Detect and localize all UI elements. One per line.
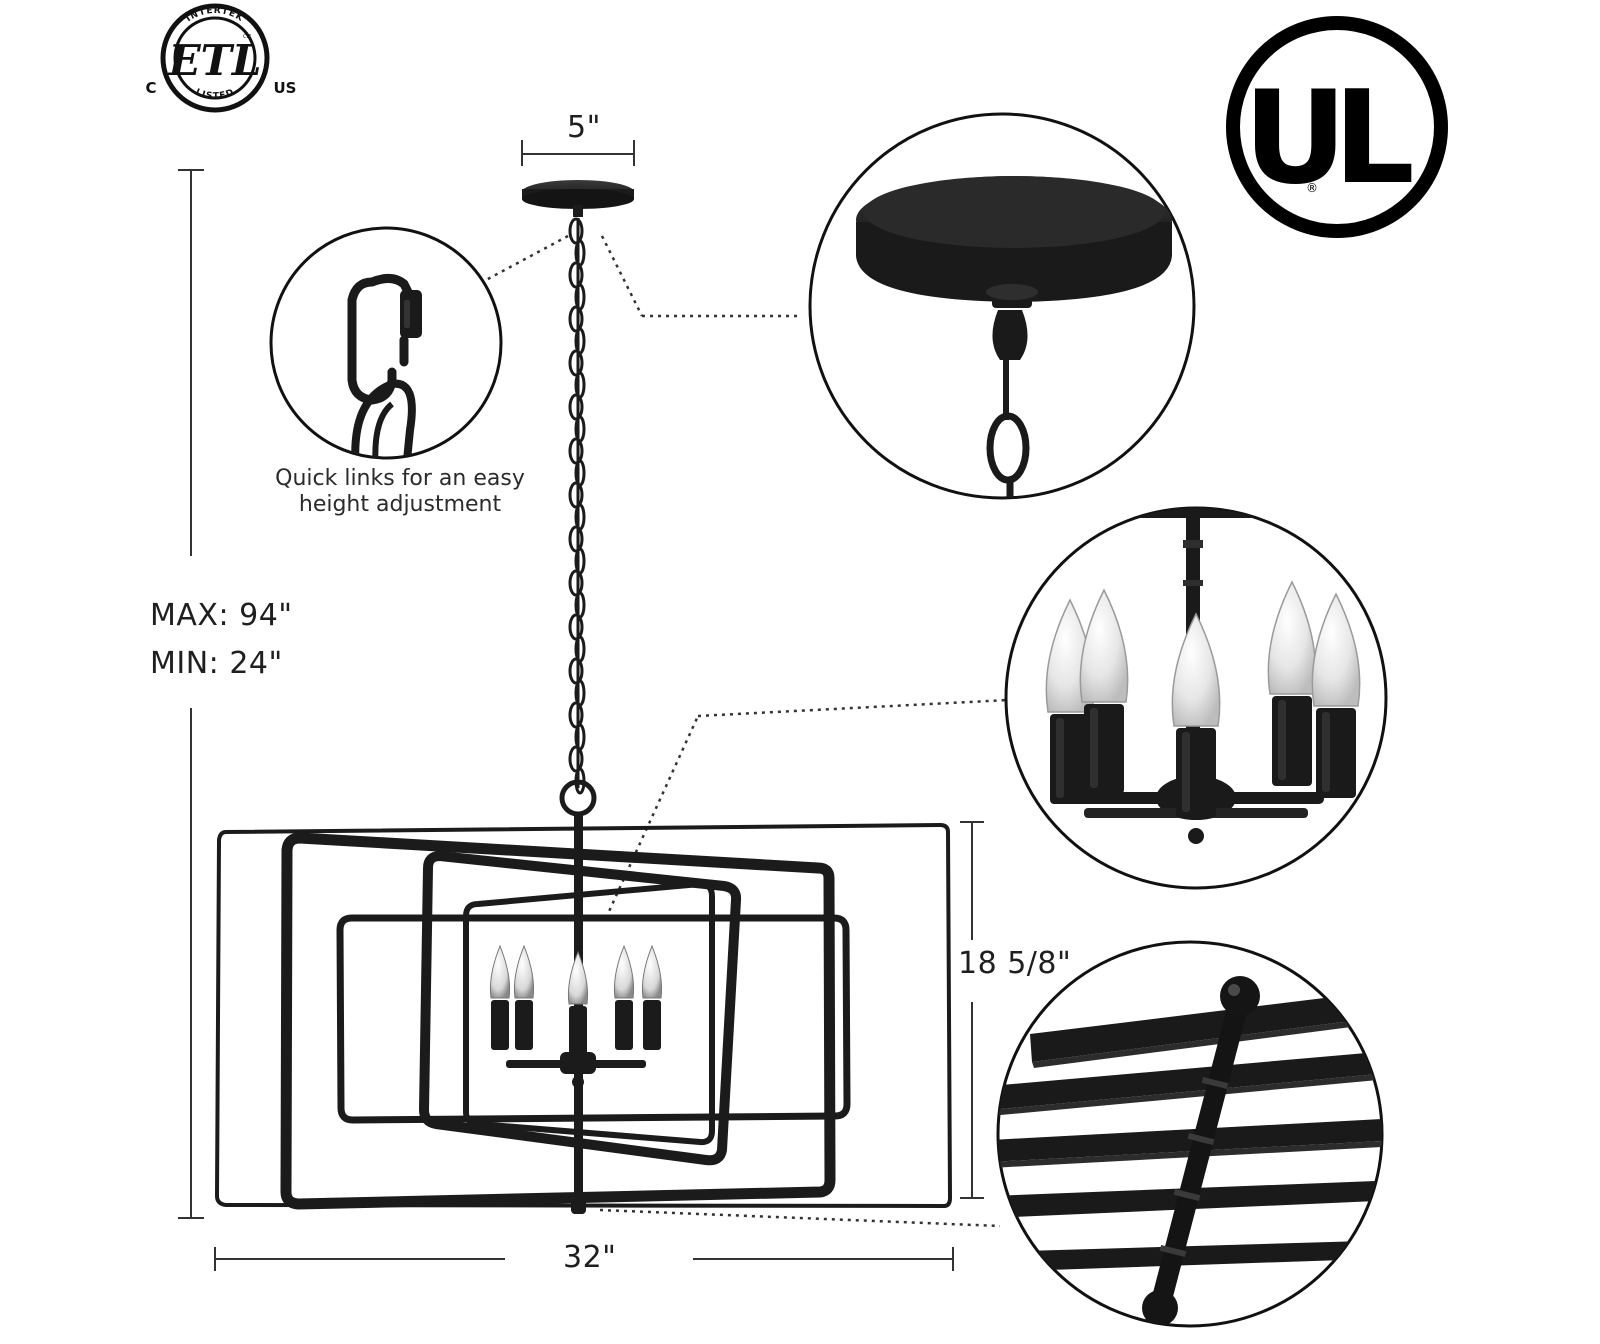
ul-mark-text: UL (1243, 64, 1412, 213)
chain-link (574, 283, 586, 311)
chain-link (568, 349, 584, 377)
etl-listed-logo: INTERTEK LISTED ETL C US CM (145, 3, 297, 113)
etl-mark-text: ETL (168, 36, 262, 85)
svg-text:LISTED: LISTED (194, 88, 236, 102)
chain-link (574, 459, 586, 487)
etl-c-text: C (145, 79, 156, 97)
chain-link (568, 217, 584, 245)
callout-leader-lines (485, 234, 1009, 1228)
min-height-label: MIN: 24" (150, 646, 283, 681)
frame-height-label: 18 5/8" (958, 946, 1072, 981)
bulbs-detail (1004, 506, 1388, 890)
chain-links (568, 217, 586, 795)
chain-link (568, 261, 584, 289)
chain-link (568, 745, 584, 773)
detail-bulbs (1045, 580, 1361, 818)
chain-link (568, 657, 584, 685)
chain-link (574, 591, 586, 619)
bulb (489, 944, 511, 1050)
canopy-width-label: 5" (567, 110, 601, 145)
candle-cluster (506, 1052, 646, 1088)
chain-link (574, 723, 586, 751)
chain-link (574, 503, 586, 531)
etl-cm-text: CM (243, 34, 251, 40)
outer-frame (215, 823, 952, 1208)
chain-link (574, 635, 586, 663)
rotating-frames (215, 823, 952, 1210)
chain-link (574, 415, 586, 443)
ul-logo: UL ® (1226, 16, 1448, 238)
bulb (567, 950, 589, 1056)
chain-link (574, 327, 586, 355)
chain-link (568, 525, 584, 553)
chain-link (568, 437, 584, 465)
detail-bulb (1079, 588, 1129, 794)
frame-3 (336, 914, 851, 1124)
ul-registered-text: ® (1306, 181, 1318, 195)
etl-ring-bottom-text: LISTED (194, 88, 235, 102)
chain-link (568, 481, 584, 509)
width-label: 32" (563, 1240, 617, 1275)
quick-link-caption-line-2: height adjustment (298, 492, 502, 517)
chain-link (574, 547, 586, 575)
detail-bulb (1311, 592, 1361, 798)
chain-link (574, 371, 586, 399)
chain-link (568, 569, 584, 597)
chain-link (568, 393, 584, 421)
chain-link (574, 679, 586, 707)
quick-link-caption: Quick links for an easy height adjustmen… (270, 466, 530, 518)
chain-link (568, 613, 584, 641)
detail-bulb (1171, 612, 1221, 818)
max-height-label: MAX: 94" (150, 598, 293, 633)
etl-us-text: US (274, 79, 297, 97)
canopy-detail (808, 112, 1196, 500)
bulb (641, 944, 663, 1050)
frame-2 (280, 832, 836, 1210)
main-bulbs (489, 944, 663, 1056)
detail-bulb (1267, 580, 1317, 786)
bulb (613, 944, 635, 1050)
chain-link (568, 701, 584, 729)
frame-4 (419, 851, 742, 1166)
quick-link-detail (269, 226, 503, 460)
quick-link-caption-line-1: Quick links for an easy (275, 466, 525, 491)
chandelier-fixture (215, 180, 952, 1214)
chain-link (568, 305, 584, 333)
frame-5 (463, 881, 715, 1146)
chain-link (574, 239, 586, 267)
dimension-lines (178, 140, 984, 1271)
bulb (513, 944, 535, 1050)
frame-pivot-detail (996, 940, 1384, 1328)
